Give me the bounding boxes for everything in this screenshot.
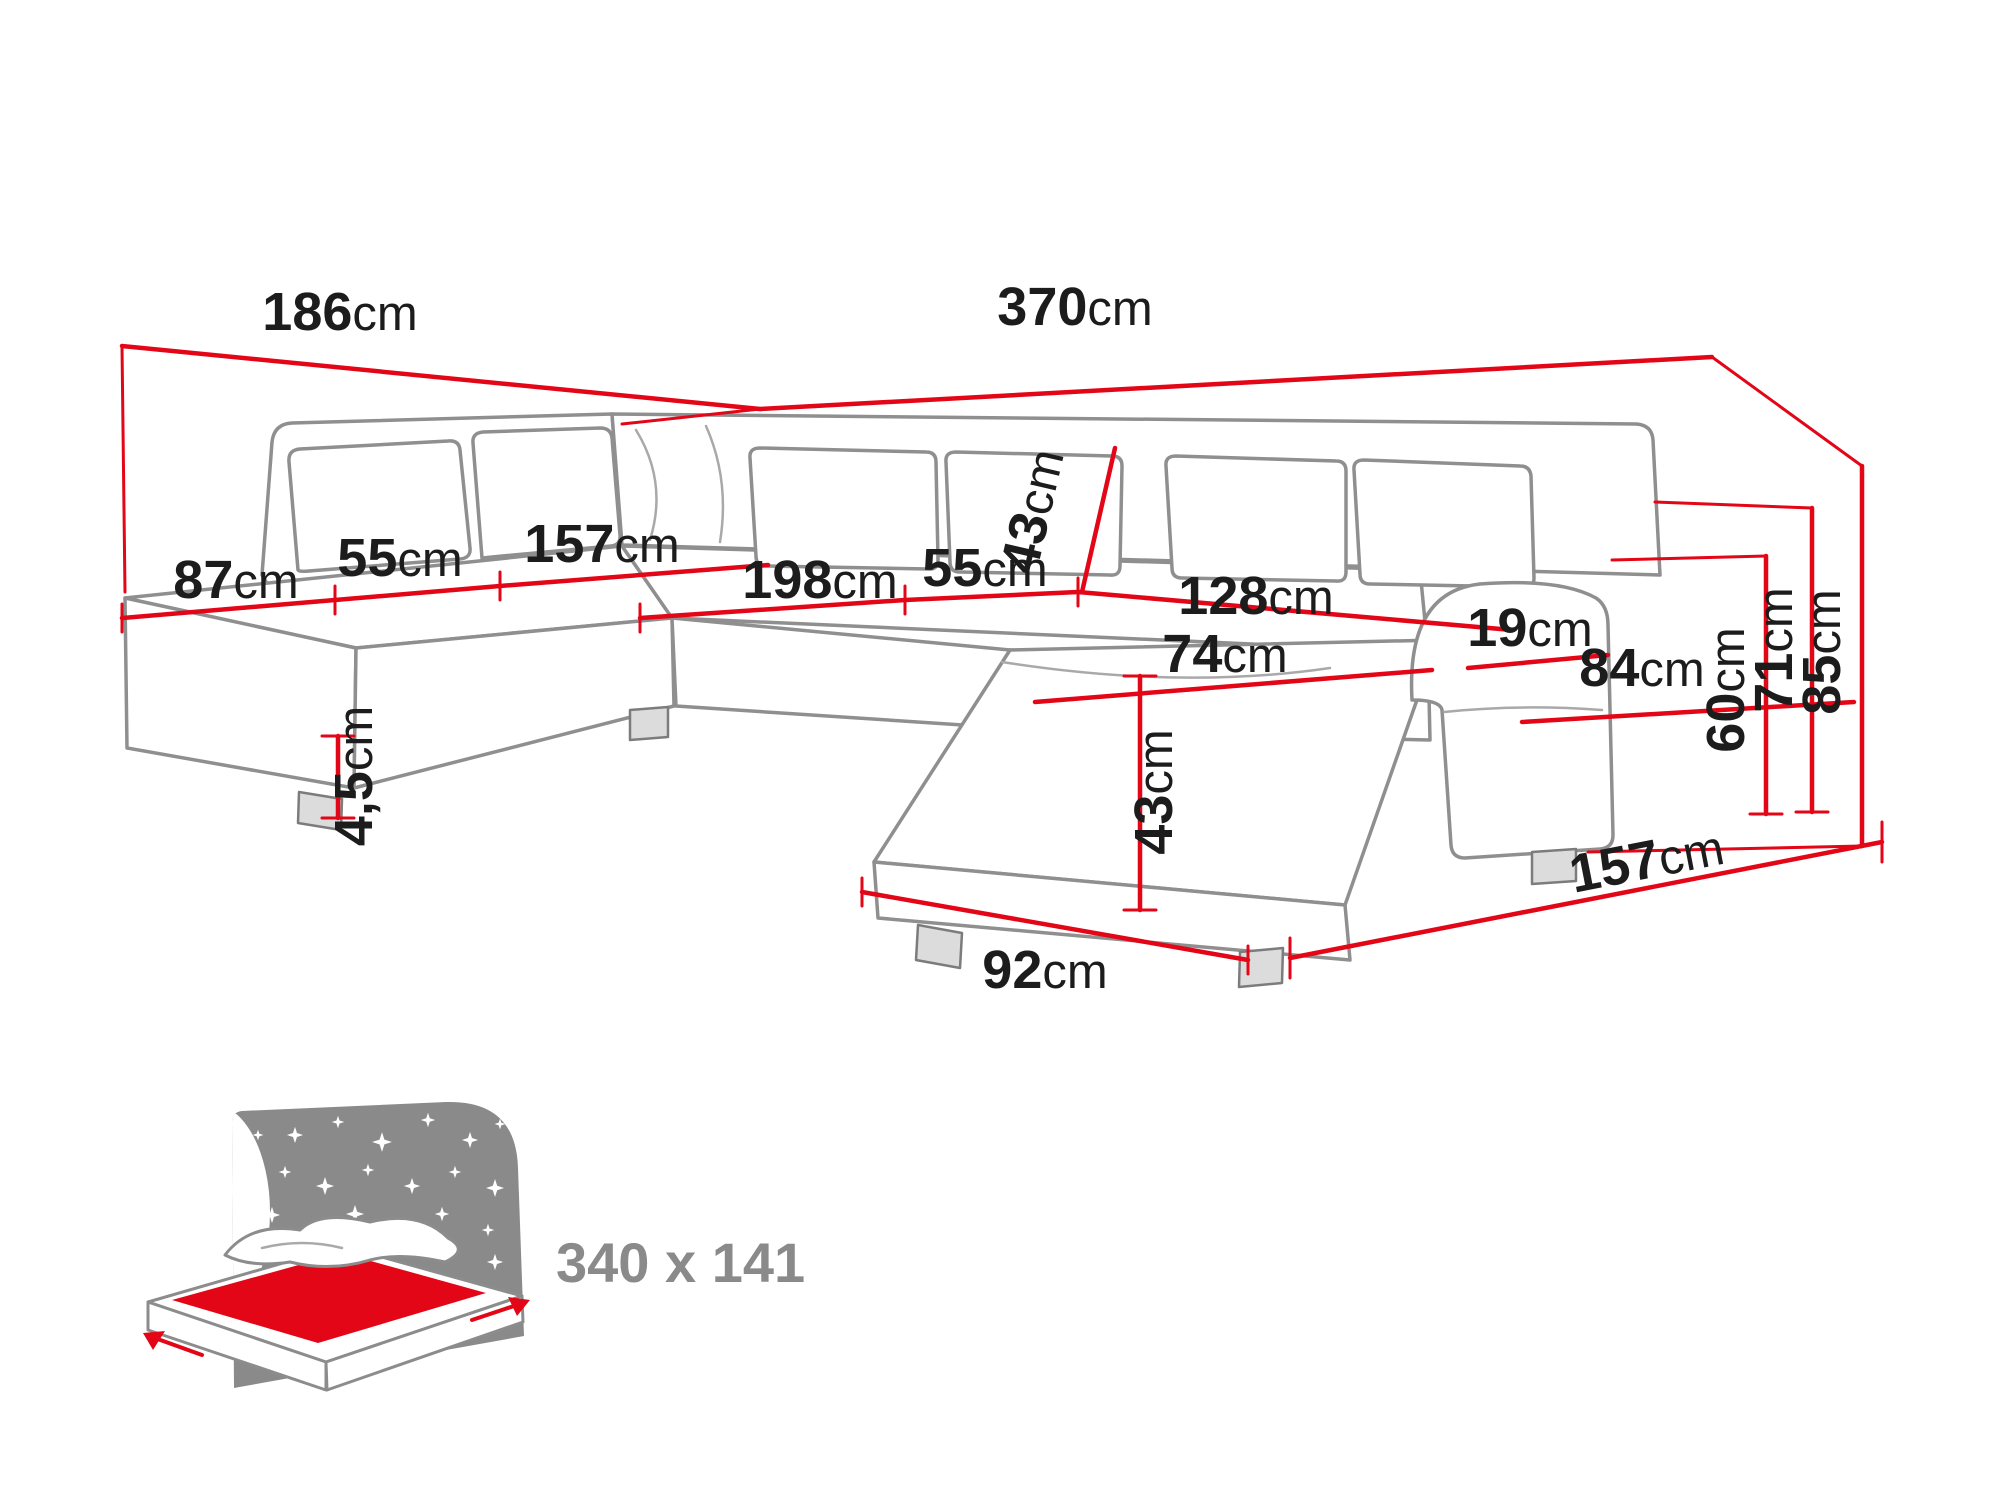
dim-line-back-left (119, 343, 763, 412)
bed-icon-moon-cutout (232, 1104, 270, 1320)
label-back-left: 186cm (262, 282, 417, 342)
label-armrest-depth: 84cm (1579, 638, 1704, 698)
label-middle-seat: 198cm (742, 550, 897, 610)
dim-connector-right-top (1710, 355, 1864, 468)
dim-line-right-section (1075, 589, 1515, 633)
dim-connector-armrest-height-top (1610, 554, 1768, 562)
mattress-length-arrow-head (508, 1297, 530, 1316)
bed-icon-stars (232, 1104, 512, 1324)
back-cushion-1 (287, 439, 472, 574)
label-chaise-cushion: 74cm (1162, 624, 1287, 684)
dim-line-middle-seat (637, 597, 908, 621)
dim-connector-corner (620, 407, 762, 426)
label-leg-height: 4,5cm (324, 706, 384, 846)
back-cushion-4 (944, 450, 1124, 577)
sleeping-area-icon: 340 x 141 (143, 1101, 805, 1392)
label-right-seat: 55cm (922, 538, 1047, 598)
dim-line-corner-seat (497, 562, 771, 589)
mattress-width-arrow (150, 1335, 204, 1357)
sofa-foot-chaise-right (1237, 946, 1285, 989)
dim-line-right-seat (902, 589, 1081, 603)
label-total-height: 85cm (1792, 589, 1852, 714)
dim-connector-left-end (120, 344, 127, 594)
mattress-length-arrow (470, 1302, 522, 1322)
corner-crease-line-1 (634, 428, 658, 542)
dim-connector-total-height-bottom (1586, 844, 1864, 854)
sofa-front-face-corner (352, 616, 676, 790)
mattress-red-sheet (172, 1253, 486, 1343)
label-armrest-width: 19cm (1467, 598, 1592, 658)
right-armrest (1409, 580, 1615, 860)
sofa-drawing (123, 412, 1662, 989)
dim-line-left-seat (332, 583, 503, 603)
back-cushion-2 (471, 426, 622, 560)
label-chaise-front-width: 92cm (982, 940, 1107, 1000)
dim-line-chaise-front-width (859, 889, 1251, 963)
label-corner-seat: 157cm (524, 514, 679, 574)
back-cushion-6 (1352, 458, 1536, 589)
sofa-foot-chaise-left (914, 923, 964, 970)
sofa-foot-armrest (1530, 847, 1578, 886)
armrest-seam (1442, 706, 1604, 714)
label-right-section: 128cm (1178, 566, 1333, 626)
dim-line-armrest-width (1465, 652, 1611, 671)
corner-crease-line-2 (704, 424, 725, 544)
right-chaise-cushion-seam (1000, 660, 1332, 679)
blanket-fold-line (260, 1241, 344, 1250)
dim-line-chaise-cushion (1032, 667, 1435, 705)
dim-line-armrest-depth (1519, 699, 1857, 725)
sofa-front-face-main (670, 616, 1012, 730)
dimension-labels: 186cm 370cm 87cm 55cm 157cm 198cm 55cm 4… (173, 277, 1852, 1000)
label-armrest-height: 60cm (1696, 627, 1756, 752)
label-left-seat: 55cm (337, 528, 462, 588)
dim-line-back-total (757, 354, 1715, 412)
label-seat-height: 43cm (1124, 729, 1184, 854)
sleeping-area-size-label: 340 x 141 (556, 1231, 805, 1294)
dimension-lines (119, 343, 1885, 980)
folded-blanket (223, 1216, 460, 1268)
right-chaise-front-face (872, 860, 1352, 962)
dim-line-back-cushion-height (1079, 445, 1118, 595)
back-cushion-5 (1164, 454, 1348, 583)
dim-line-side-depth (1287, 839, 1885, 961)
dim-connector-back-height-top (1653, 500, 1814, 510)
sofa-foot-left (296, 790, 344, 832)
dim-line-left-chaise-depth (119, 597, 338, 621)
sofa-foot-corner (628, 705, 670, 742)
mattress-width-arrow-head (143, 1331, 165, 1350)
label-back-height: 71cm (1744, 587, 1804, 712)
label-left-chaise-depth: 87cm (173, 550, 298, 610)
label-back-total: 370cm (997, 277, 1152, 337)
